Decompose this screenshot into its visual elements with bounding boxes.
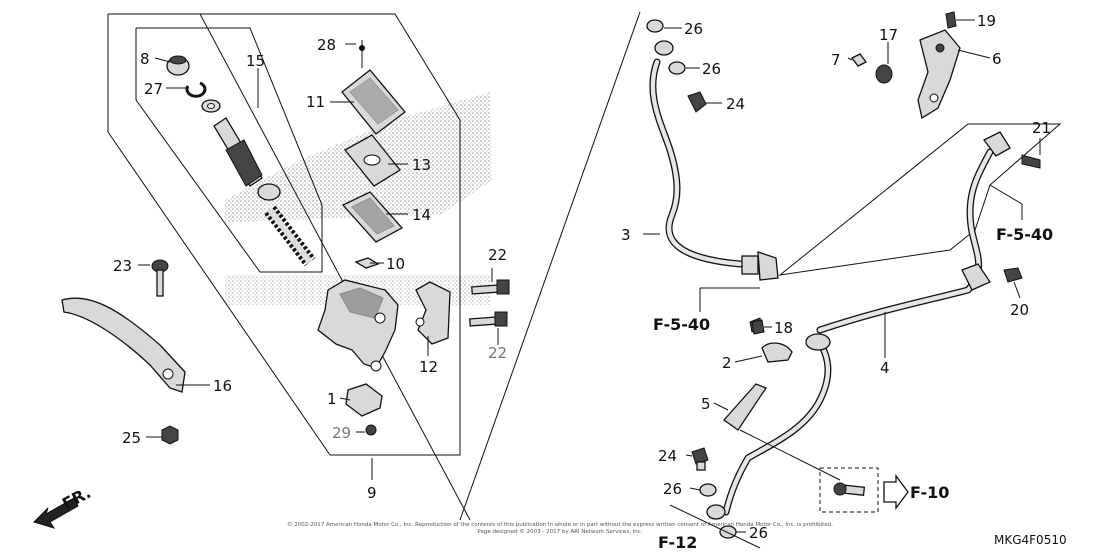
float-10 xyxy=(354,257,380,269)
nut-25 xyxy=(161,425,179,445)
callout-25: 25 xyxy=(122,429,141,447)
callout-28: 28 xyxy=(317,36,336,54)
bolt-20 xyxy=(1003,267,1023,283)
bracket-5 xyxy=(723,383,767,431)
callout-24-bottom: 24 xyxy=(658,447,677,465)
ref-f-10: F-10 xyxy=(910,483,949,502)
hose-4 xyxy=(816,131,1041,334)
piston-set-15 xyxy=(213,117,316,267)
bolt-in-box xyxy=(833,482,866,496)
callout-6: 6 xyxy=(992,50,1002,68)
ref-f-5-40-right: F-5-40 xyxy=(996,225,1053,244)
diagram-code: MKG4F0510 xyxy=(994,533,1067,547)
bracket-6 xyxy=(917,11,961,120)
ref-f-12: F-12 xyxy=(658,533,697,552)
callout-8: 8 xyxy=(140,50,150,68)
pivot-bolt-23 xyxy=(151,259,169,297)
bolt-18 xyxy=(751,319,765,335)
washer-small xyxy=(201,99,221,113)
callout-11: 11 xyxy=(306,93,325,111)
copyright-line-1: © 2002-2017 American Honda Motor Co., In… xyxy=(287,521,833,528)
circlip-27 xyxy=(185,81,207,98)
callout-10: 10 xyxy=(386,255,405,273)
master-cylinder-frame xyxy=(107,11,641,521)
f10-arrow-icon xyxy=(883,474,909,510)
leader-lines xyxy=(138,19,1041,549)
callout-27: 27 xyxy=(144,80,163,98)
callout-20: 20 xyxy=(1010,301,1029,319)
callout-29: 29 xyxy=(332,424,351,442)
callout-22-top: 22 xyxy=(488,246,507,264)
callout-17: 17 xyxy=(879,26,898,44)
ref-f-5-40-left: F-5-40 xyxy=(653,315,710,334)
master-cylinder-body xyxy=(317,279,399,372)
holder-12 xyxy=(415,281,451,345)
rear-hose-frame xyxy=(778,123,1062,276)
banjo-washers-top xyxy=(646,19,707,113)
bolt-24-lower xyxy=(691,447,709,471)
switch-1 xyxy=(345,383,383,417)
callout-24-top: 24 xyxy=(726,95,745,113)
callout-5: 5 xyxy=(701,395,711,413)
callout-19: 19 xyxy=(977,12,996,30)
plate-13 xyxy=(344,134,401,187)
callout-14: 14 xyxy=(412,206,431,224)
front-arrow-icon xyxy=(33,497,79,529)
boot-8 xyxy=(166,55,190,76)
bolts-22 xyxy=(469,279,510,327)
callout-18: 18 xyxy=(774,319,793,337)
callout-7: 7 xyxy=(831,51,841,69)
lower-hose xyxy=(722,333,832,516)
brake-lever-16 xyxy=(61,297,186,393)
grommet-7-17 xyxy=(851,53,893,84)
diaphragm-14 xyxy=(341,191,404,243)
callout-26-a: 26 xyxy=(684,20,703,38)
copyright-line-2: Page designed © 2003 - 2017 by ARI Netwo… xyxy=(477,528,642,535)
callout-26-c: 26 xyxy=(663,480,682,498)
callout-15: 15 xyxy=(246,52,265,70)
callout-3: 3 xyxy=(621,226,631,244)
callout-22-bottom: 22 xyxy=(488,344,507,362)
reservoir-cap-11 xyxy=(341,40,406,135)
callout-9: 9 xyxy=(367,484,377,502)
upper-hose-3 xyxy=(649,58,779,281)
callout-labels: 8 27 15 28 11 13 14 10 12 22 22 23 16 25… xyxy=(113,12,1051,542)
callout-4: 4 xyxy=(880,359,890,377)
callout-13: 13 xyxy=(412,156,431,174)
callout-12: 12 xyxy=(419,358,438,376)
screw-29 xyxy=(365,424,377,436)
callout-21: 21 xyxy=(1032,119,1051,137)
washers-lower xyxy=(699,483,737,539)
callout-16: 16 xyxy=(213,377,232,395)
callout-2: 2 xyxy=(722,354,732,372)
callout-26-d: 26 xyxy=(749,524,768,542)
reference-labels: F-5-40 F-5-40 F-10 F-12 FR. xyxy=(59,225,1053,552)
leader-9-diagonal xyxy=(199,13,471,521)
callout-23: 23 xyxy=(113,257,132,275)
callout-1: 1 xyxy=(327,390,337,408)
bolt-detail-box xyxy=(819,467,879,513)
callout-26-b: 26 xyxy=(702,60,721,78)
